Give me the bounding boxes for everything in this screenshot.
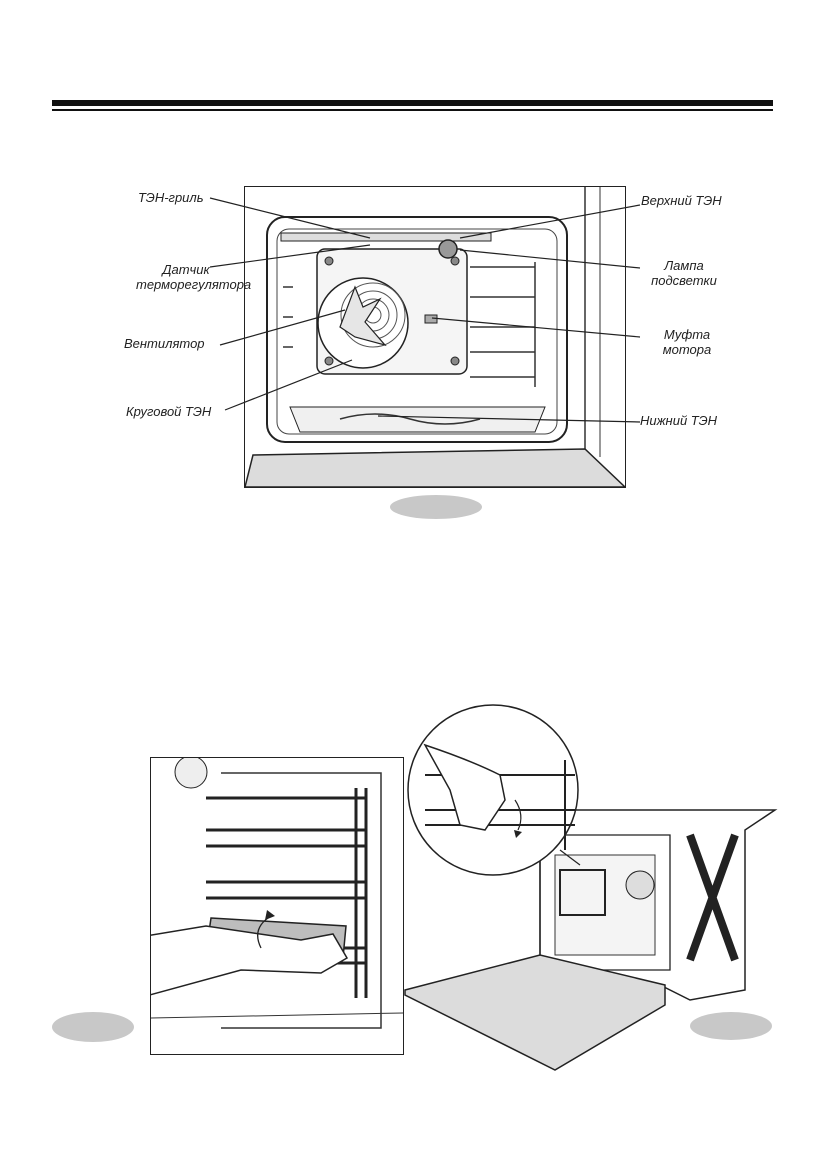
label-thermostat-sensor-line2: терморегулятора (136, 277, 252, 292)
figure-badge-3 (690, 1012, 772, 1040)
rail-removal-drawing (151, 758, 403, 1054)
label-bottom-element: Нижний ТЭН (640, 413, 717, 428)
label-circular-element: Круговой ТЭН (126, 404, 212, 419)
label-lamp-line2: подсветки (651, 273, 717, 288)
oven-interior-drawing (245, 187, 625, 487)
oven-interior-figure (244, 186, 626, 488)
label-grill-element: ТЭН-гриль (138, 190, 204, 205)
figure-badge-2 (52, 1012, 134, 1042)
label-top-element: Верхний ТЭН (641, 193, 722, 208)
label-lamp: Лампа подсветки (644, 258, 724, 288)
label-motor-coupling-line1: Муфта (663, 327, 711, 342)
label-motor-coupling: Муфта мотора (652, 327, 722, 357)
figure-badge-1 (390, 495, 482, 519)
header-rule-thin (52, 109, 773, 111)
label-lamp-line1: Лампа (664, 258, 704, 273)
label-thermostat-sensor-line1: Датчик (162, 262, 210, 277)
label-thermostat-sensor: Датчик терморегулятора (136, 262, 252, 292)
label-motor-coupling-line2: мотора (662, 342, 712, 357)
header-rule-thick (52, 100, 773, 106)
label-fan: Вентилятор (124, 336, 205, 351)
rail-removal-figure (150, 757, 404, 1055)
